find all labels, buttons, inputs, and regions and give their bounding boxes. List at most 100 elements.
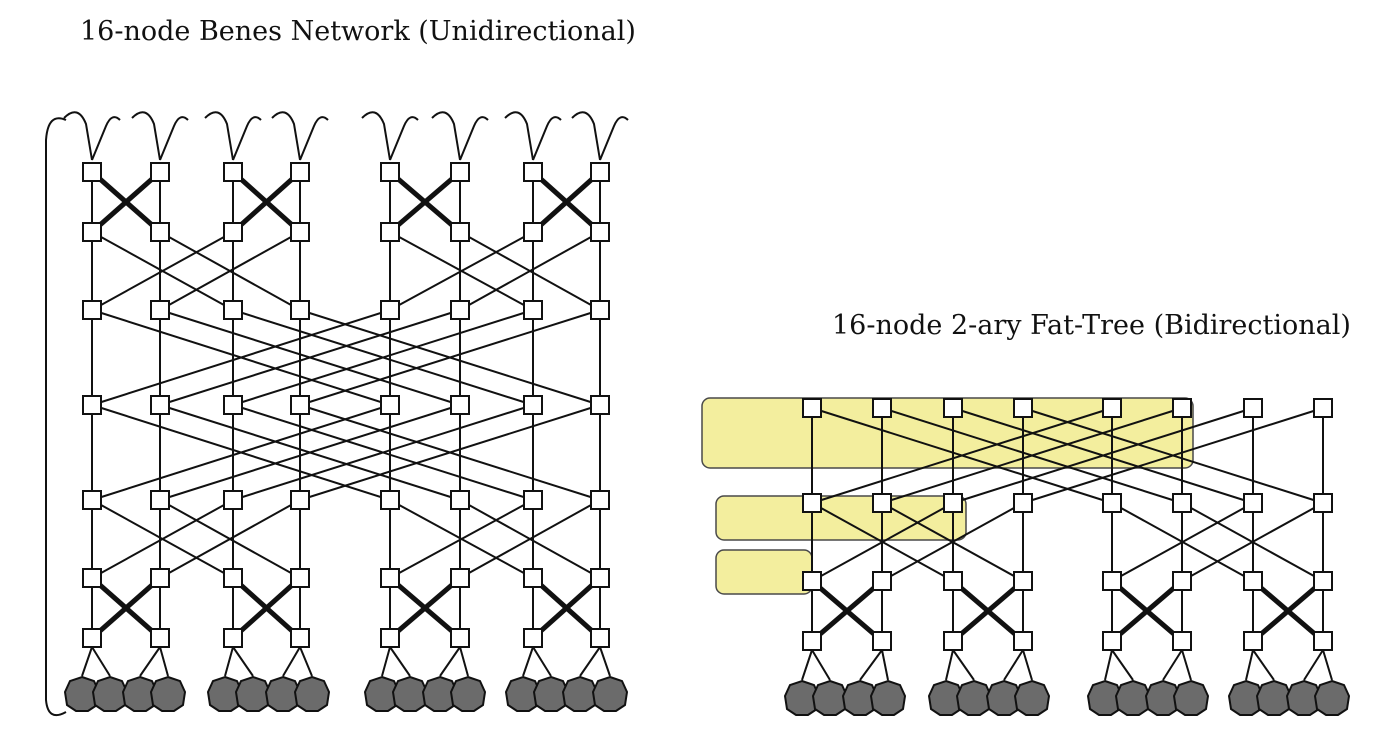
node-link	[522, 646, 534, 677]
benes-switch	[590, 162, 610, 182]
input-hook	[131, 111, 161, 161]
node-link	[859, 649, 883, 681]
butterfly-link	[232, 404, 534, 501]
node-link	[1022, 649, 1033, 681]
butterfly-link	[952, 407, 1254, 504]
input-hook	[271, 111, 301, 161]
benes-compute-node	[234, 675, 272, 712]
highlight-bottom-level	[715, 549, 813, 595]
fattree-switch	[1013, 571, 1033, 591]
input-hook	[299, 116, 329, 161]
fattree-switch	[1013, 398, 1033, 418]
butterfly-link	[811, 502, 954, 582]
benes-switch	[523, 490, 543, 510]
butterfly-link	[91, 231, 234, 311]
benes-network	[45, 111, 629, 716]
benes-switch	[380, 300, 400, 320]
node-link	[532, 646, 552, 677]
fat-tree-network	[783, 398, 1351, 716]
benes-switch	[223, 568, 243, 588]
node-link	[439, 646, 461, 677]
node-link	[1303, 649, 1324, 681]
node-link	[232, 646, 254, 677]
fattree-switch	[1243, 571, 1263, 591]
node-link	[1003, 649, 1024, 681]
benes-switch	[523, 222, 543, 242]
input-hook	[159, 116, 189, 161]
thick-cross-link	[388, 170, 462, 234]
return-bracket	[45, 117, 67, 716]
fattree-switch	[872, 398, 892, 418]
input-hook	[389, 116, 419, 161]
fattree-switch	[1102, 398, 1122, 418]
node-link	[881, 649, 889, 681]
benes-switch	[223, 395, 243, 415]
benes-switch	[82, 300, 102, 320]
node-link	[1111, 649, 1134, 681]
node-link	[579, 646, 601, 677]
fattree-switch	[872, 631, 892, 651]
benes-title: 16-node Benes Network (Unidirectional)	[80, 16, 636, 47]
input-hook	[599, 116, 629, 161]
benes-switch	[523, 628, 543, 648]
fattree-switch	[1102, 493, 1122, 513]
benes-switch	[150, 395, 170, 415]
fattree-switch	[802, 398, 822, 418]
benes-switch	[150, 490, 170, 510]
fattree-switch	[1243, 631, 1263, 651]
node-link	[1245, 649, 1254, 681]
fattree-switch	[1172, 631, 1192, 651]
butterfly-link	[159, 231, 301, 311]
fattree-switch	[1102, 631, 1122, 651]
benes-switch	[450, 222, 470, 242]
benes-switch	[290, 300, 310, 320]
benes-switch	[82, 628, 102, 648]
node-link	[282, 646, 301, 677]
butterfly-link	[91, 309, 391, 406]
benes-switch	[150, 300, 170, 320]
fattree-switch	[1313, 571, 1333, 591]
fattree-compute-node	[1255, 679, 1293, 716]
fattree-switch	[1243, 398, 1263, 418]
node-link	[389, 646, 411, 677]
fattree-compute-node	[869, 679, 907, 716]
benes-compute-node	[561, 675, 599, 712]
thick-cross-link	[1251, 579, 1325, 643]
node-link	[1181, 649, 1192, 681]
input-hook	[431, 111, 461, 161]
butterfly-link	[459, 499, 601, 579]
butterfly-link	[159, 404, 461, 501]
fattree-switch	[1243, 493, 1263, 513]
thick-cross-link	[231, 170, 302, 234]
benes-switch	[590, 490, 610, 510]
butterfly-link	[232, 309, 534, 406]
benes-switch	[150, 568, 170, 588]
benes-switch	[380, 162, 400, 182]
benes-switch	[590, 568, 610, 588]
thick-cross-link	[388, 576, 462, 640]
benes-switch	[290, 628, 310, 648]
butterfly-link	[1111, 502, 1254, 582]
thick-cross-link	[90, 170, 162, 234]
benes-switch	[150, 162, 170, 182]
benes-switch	[223, 222, 243, 242]
benes-switch	[290, 222, 310, 242]
thick-cross-link	[90, 576, 162, 640]
node-link	[1252, 649, 1275, 681]
benes-compute-node	[449, 675, 487, 712]
benes-switch	[223, 162, 243, 182]
benes-switch	[523, 162, 543, 182]
butterfly-link	[91, 499, 234, 579]
fattree-switch	[943, 398, 963, 418]
input-hook	[361, 111, 391, 161]
benes-switch	[290, 490, 310, 510]
fattree-compute-node	[1313, 679, 1351, 716]
butterfly-link	[881, 502, 1024, 582]
input-hook	[571, 111, 601, 161]
node-link	[139, 646, 161, 677]
input-hook	[63, 111, 93, 161]
benes-switch	[590, 628, 610, 648]
benes-switch	[590, 300, 610, 320]
thick-cross-link	[231, 576, 302, 640]
